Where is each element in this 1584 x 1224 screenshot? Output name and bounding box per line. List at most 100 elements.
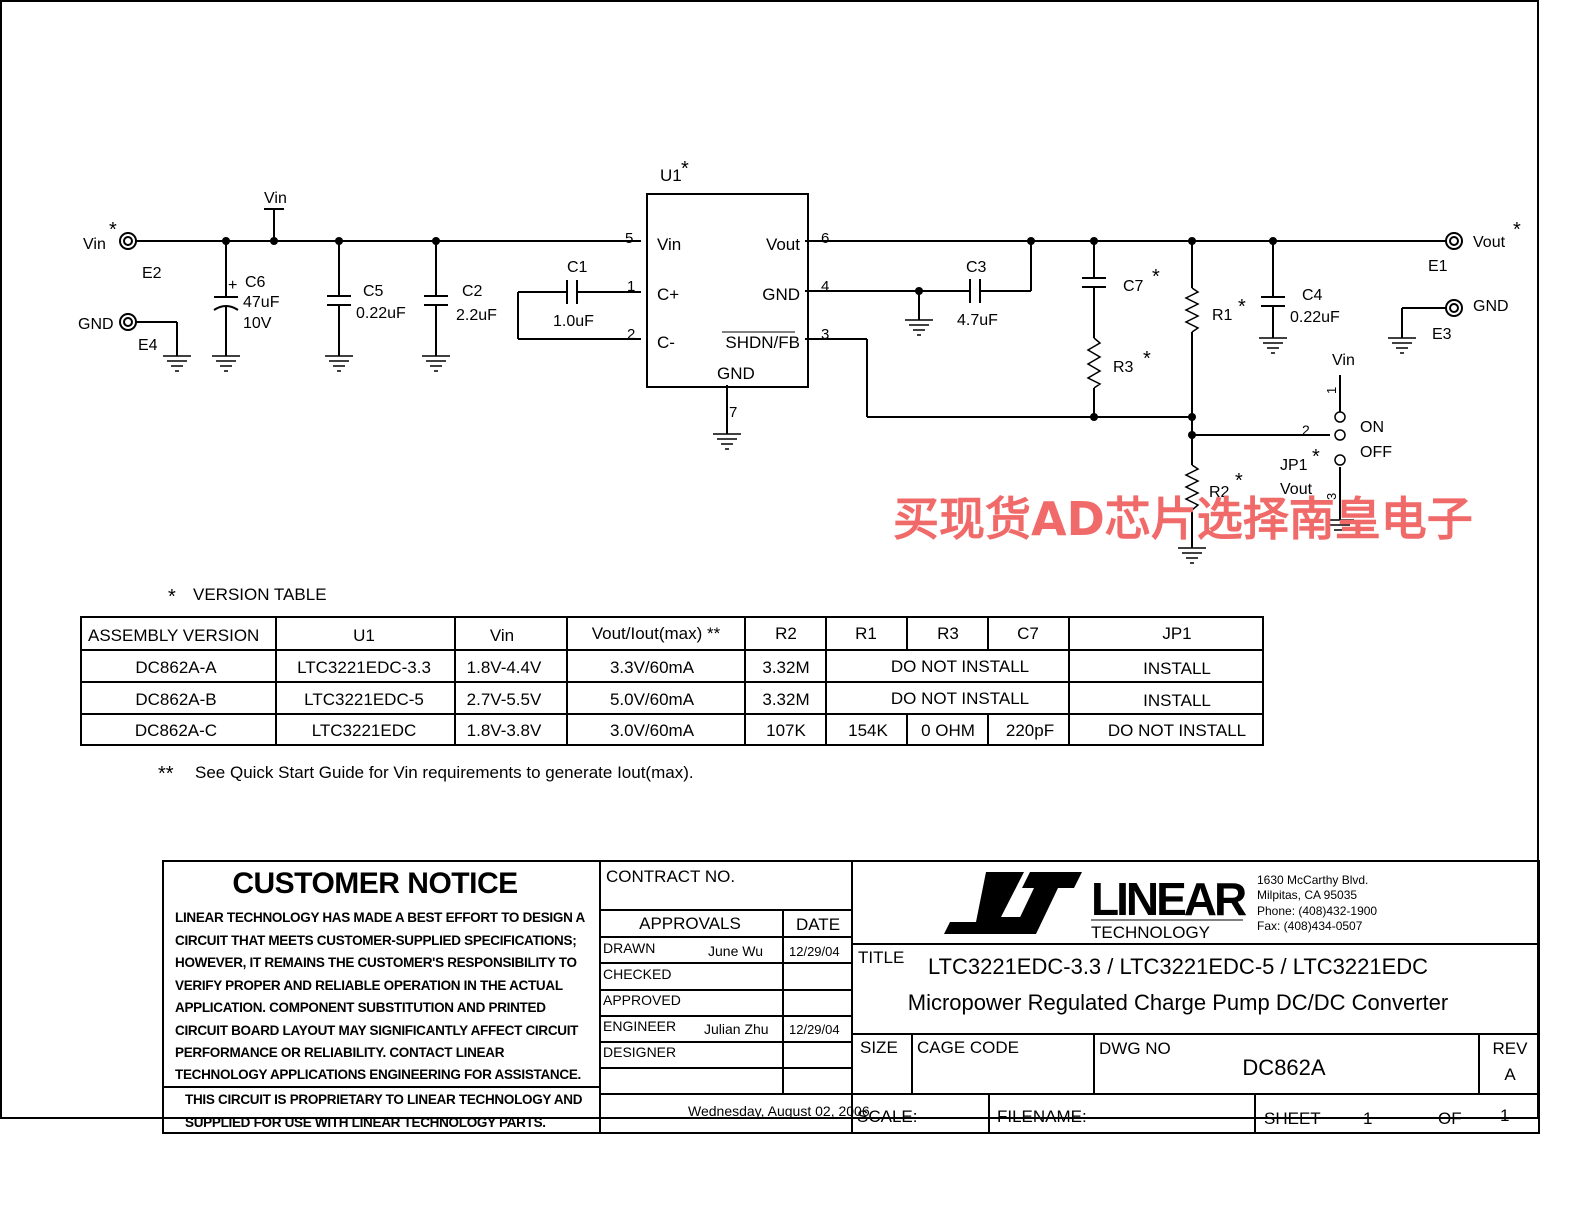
u1-pin-gnd-bottom: GND bbox=[717, 364, 755, 383]
r2-ref: R2 bbox=[1209, 484, 1230, 501]
title-label: TITLE bbox=[858, 948, 904, 967]
table-cell: DO NOT INSTALL bbox=[891, 689, 1029, 708]
scale-label: SCALE: bbox=[857, 1107, 917, 1126]
approval-role: DRAWN bbox=[603, 940, 655, 956]
pin-number: 7 bbox=[729, 404, 737, 421]
dwg-no: DC862A bbox=[1242, 1055, 1325, 1080]
table-cell: DO NOT INSTALL bbox=[1108, 721, 1246, 740]
terminal-e2-icon bbox=[119, 232, 137, 250]
table-cell: 5.0V/60mA bbox=[610, 690, 695, 709]
rev-label: REV bbox=[1493, 1039, 1529, 1058]
terminals bbox=[119, 232, 1463, 331]
approval-name: June Wu bbox=[708, 943, 763, 959]
terminal-e2-ref: E2 bbox=[142, 265, 162, 282]
notice-line: VERIFY PROPER AND RELIABLE OPERATION IN … bbox=[175, 978, 563, 993]
sheet-number: 1 bbox=[1363, 1109, 1372, 1128]
resistors bbox=[1086, 287, 1200, 511]
pin-number: 2 bbox=[627, 326, 635, 343]
ground-icon bbox=[1178, 547, 1206, 564]
notice-line: TECHNOLOGY APPLICATIONS ENGINEERING FOR … bbox=[175, 1067, 581, 1082]
table-cell: 0 OHM bbox=[921, 721, 975, 740]
logo-wordmark: LINEAR bbox=[1091, 873, 1247, 925]
notice-line: LINEAR TECHNOLOGY HAS MADE A BEST EFFORT… bbox=[175, 910, 585, 925]
table-header: U1 bbox=[353, 626, 375, 645]
ground-icon bbox=[422, 355, 450, 372]
terminal-e1-ref: E1 bbox=[1428, 258, 1448, 275]
u1-pin-gnd: GND bbox=[762, 285, 800, 304]
grounds bbox=[163, 319, 1416, 564]
c7-ref: C7 bbox=[1123, 278, 1144, 295]
table-cell: 3.3V/60mA bbox=[610, 658, 695, 677]
jp1-on-label: ON bbox=[1360, 419, 1384, 436]
ground-icon bbox=[212, 355, 240, 372]
pin-number: 6 bbox=[821, 230, 829, 247]
pin-number: 4 bbox=[821, 278, 829, 295]
table-cell: 107K bbox=[766, 721, 806, 740]
wires bbox=[135, 208, 1446, 548]
approval-name: Julian Zhu bbox=[704, 1021, 769, 1037]
r3-ref: R3 bbox=[1113, 359, 1134, 376]
pin-number: 3 bbox=[821, 326, 829, 343]
sheet-total: 1 bbox=[1500, 1106, 1509, 1125]
linear-logo: LINEAR TECHNOLOGY bbox=[944, 872, 1250, 942]
u1-pin-vout: Vout bbox=[766, 235, 800, 254]
approval-date: 12/29/04 bbox=[789, 1022, 840, 1037]
table-cell: DC862A-A bbox=[135, 658, 217, 677]
u1-pin-cminus: C- bbox=[657, 333, 675, 352]
approvals-header: APPROVALS bbox=[639, 914, 741, 933]
star-marker: * bbox=[1143, 348, 1151, 370]
notice-line: PERFORMANCE OR RELIABILITY. CONTACT LINE… bbox=[175, 1045, 505, 1060]
filename-label: FILENAME: bbox=[997, 1107, 1087, 1126]
table-cell: LTC3221EDC-3.3 bbox=[297, 658, 431, 677]
table-header: JP1 bbox=[1162, 624, 1191, 643]
c3-ref: C3 bbox=[966, 259, 987, 276]
c6-value: 47uF bbox=[243, 294, 280, 311]
c5-value: 0.22uF bbox=[356, 305, 406, 322]
table-cell: 3.32M bbox=[762, 658, 809, 677]
net-label-vin: Vin bbox=[264, 190, 287, 207]
net-label-vout: Vout bbox=[1280, 481, 1313, 498]
resistor-r1-icon bbox=[1184, 287, 1200, 333]
table-cell: 1.8V-3.8V bbox=[467, 721, 542, 740]
star-marker: * bbox=[1235, 470, 1243, 492]
terminal-e3-ref: E3 bbox=[1432, 326, 1452, 343]
table-header: R3 bbox=[937, 624, 959, 643]
title-line-1: LTC3221EDC-3.3 / LTC3221EDC-5 / LTC3221E… bbox=[928, 954, 1428, 979]
table-cell: LTC3221EDC-5 bbox=[304, 690, 424, 709]
notice-line: CIRCUIT BOARD LAYOUT MAY SIGNIFICANTLY A… bbox=[175, 1023, 579, 1038]
rev-value: A bbox=[1504, 1065, 1516, 1084]
table-header: R2 bbox=[775, 624, 797, 643]
dwg-no-label: DWG NO bbox=[1099, 1039, 1171, 1058]
version-table-footnote: See Quick Start Guide for Vin requiremen… bbox=[195, 763, 694, 782]
table-cell: 154K bbox=[848, 721, 888, 740]
footnote-marker: ** bbox=[158, 763, 174, 785]
approval-role: APPROVED bbox=[603, 992, 681, 1008]
proprietary-line: SUPPLIED FOR USE WITH LINEAR TECHNOLOGY … bbox=[185, 1115, 546, 1130]
table-cell: INSTALL bbox=[1143, 659, 1211, 678]
notice-line: CIRCUIT THAT MEETS CUSTOMER-SUPPLIED SPE… bbox=[175, 933, 576, 948]
star-marker: * bbox=[109, 219, 117, 241]
terminal-e4-icon bbox=[119, 313, 137, 331]
ground-icon bbox=[1259, 337, 1287, 354]
ground-icon bbox=[1326, 519, 1354, 536]
star-marker: * bbox=[1238, 296, 1246, 318]
jp1-pin3: 3 bbox=[1324, 493, 1339, 500]
u1-ref: U1 bbox=[660, 166, 682, 185]
pin-number: 5 bbox=[625, 230, 633, 247]
pin-number: 1 bbox=[627, 278, 635, 295]
junctions bbox=[222, 237, 1277, 439]
approval-role: ENGINEER bbox=[603, 1018, 676, 1034]
print-date: Wednesday, August 02, 2006 bbox=[688, 1103, 870, 1119]
sheet-border bbox=[0, 0, 1539, 1119]
proprietary-line: THIS CIRCUIT IS PROPRIETARY TO LINEAR TE… bbox=[185, 1092, 583, 1107]
approval-role: DESIGNER bbox=[603, 1044, 676, 1060]
table-cell: INSTALL bbox=[1143, 691, 1211, 710]
terminal-e4-ref: E4 bbox=[138, 337, 158, 354]
sheet-label: SHEET bbox=[1264, 1109, 1321, 1128]
version-table-title: VERSION TABLE bbox=[193, 585, 327, 604]
net-label-vin: Vin bbox=[1332, 352, 1355, 369]
table-header: Vout/Iout(max) ** bbox=[592, 624, 721, 643]
star-marker: * bbox=[1513, 219, 1521, 241]
notice-line: HOWEVER, IT REMAINS THE CUSTOMER'S RESPO… bbox=[175, 955, 577, 970]
approval-date: 12/29/04 bbox=[789, 944, 840, 959]
